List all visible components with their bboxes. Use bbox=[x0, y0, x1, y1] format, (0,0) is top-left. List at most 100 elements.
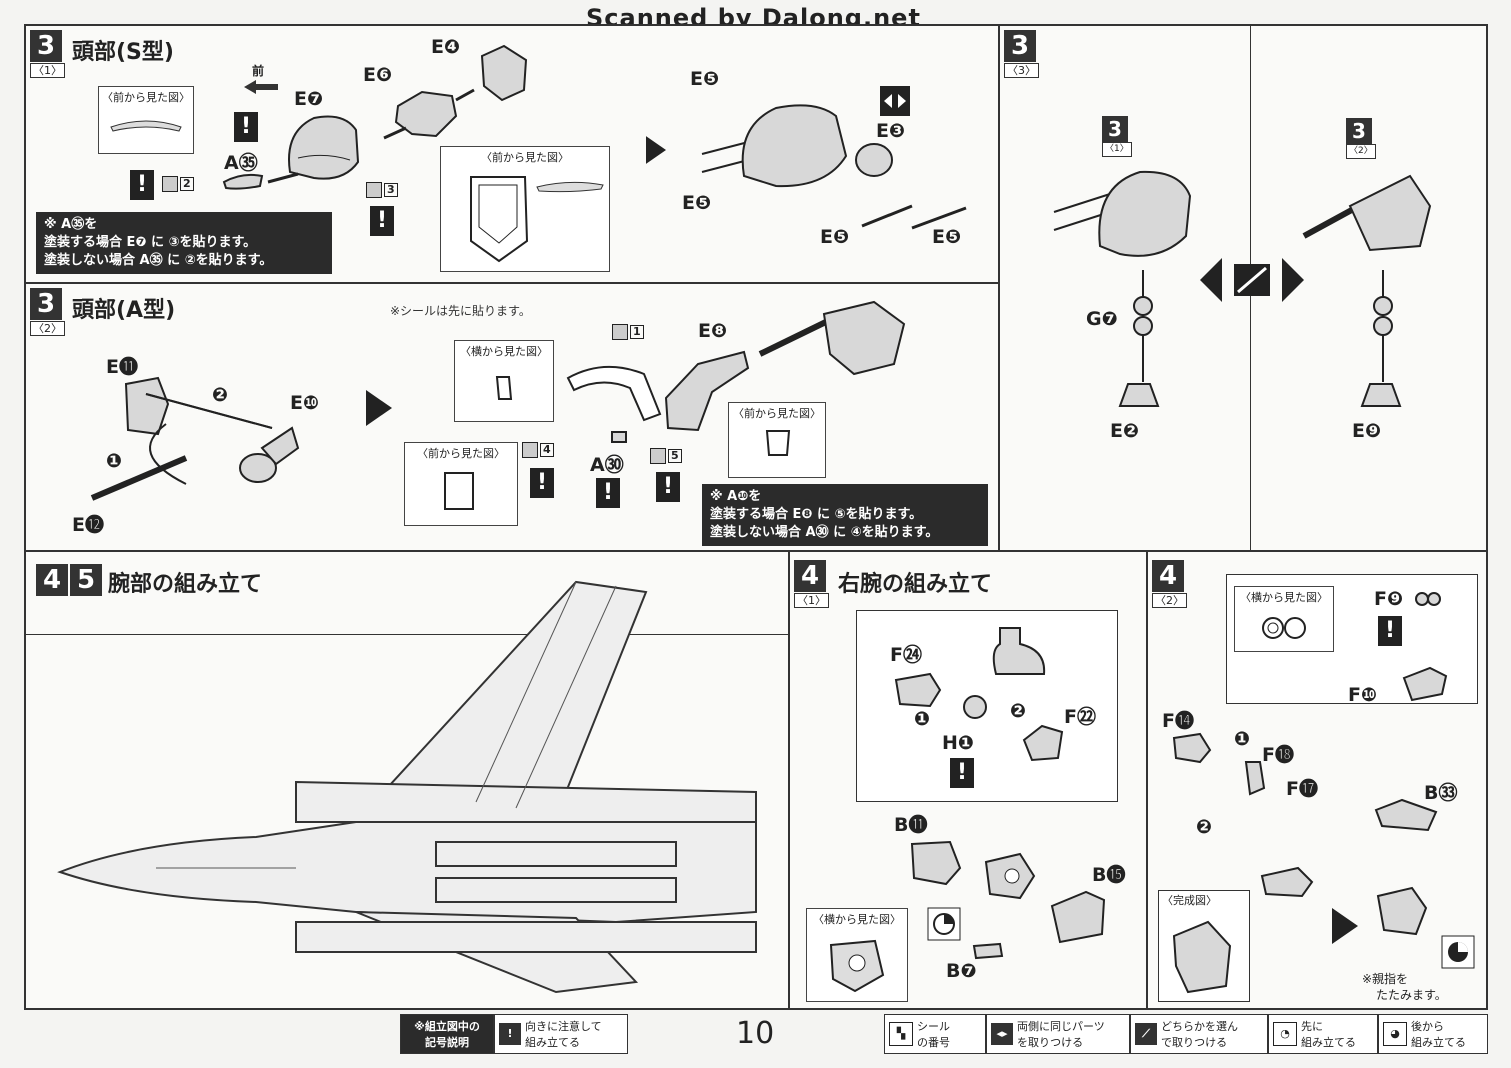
subassembly-box bbox=[856, 610, 1118, 802]
part-f22 bbox=[1022, 724, 1064, 762]
side-view-box: 〈横から見た図〉 bbox=[1234, 586, 1334, 652]
part-label-e3: E❸ bbox=[876, 120, 906, 142]
first-assemble-icon bbox=[927, 907, 961, 941]
sticker-ref-5: 5 bbox=[650, 448, 682, 464]
both-sides-icon bbox=[880, 86, 910, 116]
part-label-e8: E❽ bbox=[698, 320, 728, 342]
front-view-caption: 〈前から見た図〉 bbox=[417, 447, 505, 460]
part-label-g7: G❼ bbox=[1086, 308, 1118, 330]
step-number: 3 bbox=[30, 30, 62, 62]
antenna-part-e12 bbox=[90, 455, 188, 501]
sticker-ref-2: 2 bbox=[162, 176, 194, 192]
part-label-f17: F⓱ bbox=[1286, 778, 1318, 800]
part-label-e5: E❺ bbox=[690, 68, 720, 90]
next-arrow-icon bbox=[366, 390, 392, 426]
step-4-1-panel: 4 〈1〉 右腕の組み立て F㉔ F㉒ H❶ ❶ ❷ ! B⓫ B⓯ B❼ 〈横… bbox=[788, 550, 1148, 1010]
mini-step-number: 3 bbox=[1346, 118, 1372, 144]
part-e6 bbox=[394, 90, 458, 138]
part-b15 bbox=[1050, 890, 1106, 944]
part-f10 bbox=[1402, 666, 1448, 702]
assembly-arrows bbox=[145, 393, 273, 485]
next-arrow-icon bbox=[646, 132, 666, 168]
antenna-parts-e5 bbox=[861, 204, 967, 230]
part-label-e9: E❾ bbox=[1352, 420, 1382, 442]
substep-label: 〈1〉 bbox=[30, 63, 65, 78]
step-title: 腕部の組み立て bbox=[108, 572, 263, 597]
step-number: 5 bbox=[70, 564, 102, 596]
step-marker-1: ❶ bbox=[914, 708, 931, 730]
part-label-a30: A㉚ bbox=[590, 454, 624, 476]
hand-subassembly bbox=[1260, 866, 1314, 898]
fighter-jet-illustration bbox=[57, 580, 757, 994]
mini-substep-label: 〈1〉 bbox=[1102, 142, 1132, 157]
front-view-caption: 〈前から見た図〉 bbox=[102, 91, 190, 104]
front-arrow-icon bbox=[244, 80, 278, 94]
hand-assembled bbox=[1376, 886, 1428, 936]
part-label-h1: H❶ bbox=[942, 732, 974, 754]
complete-view-caption: 〈完成図〉 bbox=[1162, 894, 1217, 907]
caution-icon: ! bbox=[656, 472, 680, 502]
step-number: 3 bbox=[30, 288, 62, 320]
side-view-box: 〈横から見た図〉 bbox=[806, 908, 908, 1002]
part-label-e10: E❿ bbox=[290, 392, 320, 414]
part-e10 bbox=[239, 426, 300, 483]
caution-icon: ! bbox=[234, 112, 258, 142]
part-label-a35: A㉟ bbox=[224, 152, 258, 174]
part-f24 bbox=[894, 672, 942, 708]
part-label-e5: E❺ bbox=[820, 226, 850, 248]
part-label-e5: E❺ bbox=[682, 192, 712, 214]
legend-after: ◕ 後から組み立てる bbox=[1378, 1014, 1488, 1054]
step-number: 3 bbox=[1004, 30, 1036, 62]
step-number: 4 bbox=[1152, 560, 1184, 592]
substep-label: 〈3〉 bbox=[1004, 63, 1039, 78]
part-label-e12: E⓬ bbox=[72, 514, 104, 536]
choose-one-icon: ⟋ bbox=[1135, 1023, 1157, 1045]
step-marker-2: ❷ bbox=[212, 384, 229, 406]
part-a35 bbox=[222, 173, 264, 190]
step-3-3-panel: 3 〈3〉 3 〈1〉 3 〈2〉 G❼ E❷ E❾ bbox=[998, 24, 1488, 552]
side-view-caption: 〈横から見た図〉 bbox=[813, 913, 901, 926]
part-b11 bbox=[910, 840, 962, 886]
front-direction-label: 前 bbox=[252, 64, 265, 78]
part-label-f10: F❿ bbox=[1348, 684, 1378, 706]
legend-title: ※組立図中の 記号説明 bbox=[400, 1014, 494, 1054]
front-view-box-b: 〈前から見た図〉 bbox=[728, 402, 826, 478]
front-view-caption: 〈前から見た図〉 bbox=[733, 407, 821, 420]
step-number: 4 bbox=[794, 560, 826, 592]
part-a30 bbox=[611, 431, 627, 443]
choose-one-icon bbox=[1200, 258, 1304, 302]
part-h1 bbox=[963, 695, 987, 719]
step-3-2-panel: 3 〈2〉 頭部(A型) E⓫ E❿ E⓬ ❷ ❶ ※シールは先に貼ります。 〈… bbox=[24, 282, 1000, 552]
step-3-1-result-panel: E❺ E❺ E❸ E❺ E❺ bbox=[646, 24, 1000, 284]
arm-subassembly bbox=[984, 852, 1036, 900]
part-label-e4: E❹ bbox=[431, 36, 461, 58]
part-label-f9: F❾ bbox=[1374, 588, 1404, 610]
shoulder-reference bbox=[992, 627, 1046, 675]
step-45-panel: 4 5 腕部の組み立て bbox=[24, 550, 790, 1010]
next-arrow-icon bbox=[1332, 908, 1358, 944]
legend-sticker: ▚ シールの番号 bbox=[884, 1014, 986, 1054]
page-number: 10 bbox=[736, 1016, 775, 1051]
legend-first: ◔ 先に組み立てる bbox=[1268, 1014, 1378, 1054]
sticker-note: ※シールは先に貼ります。 bbox=[390, 304, 531, 318]
assembly-arrows bbox=[267, 88, 475, 184]
head-assembled-a bbox=[1302, 174, 1432, 252]
part-label-e5: E❺ bbox=[932, 226, 962, 248]
part-b33 bbox=[1374, 798, 1438, 832]
mini-substep-label: 〈2〉 bbox=[1346, 144, 1376, 159]
base-part-e9 bbox=[1360, 383, 1402, 407]
part-label-f24: F㉔ bbox=[890, 644, 922, 666]
joint-part-a bbox=[1373, 270, 1393, 382]
legend-choose: ⟋ どちらかを選んで取りつける bbox=[1130, 1014, 1268, 1054]
caution-icon: ! bbox=[1378, 616, 1402, 646]
caution-icon: ! bbox=[499, 1023, 521, 1045]
sticker-ref-4: 4 bbox=[522, 442, 554, 458]
part-f18 bbox=[1244, 761, 1266, 796]
substep-label: 〈2〉 bbox=[30, 321, 65, 336]
step-title: 頭部(A型) bbox=[72, 298, 176, 323]
part-label-b33: B㉝ bbox=[1424, 782, 1458, 804]
part-label-e6: E❻ bbox=[363, 64, 393, 86]
side-view-box: 〈横から見た図〉 bbox=[454, 340, 554, 422]
sticker-icon: ▚ bbox=[889, 1022, 913, 1046]
paint-note: ※ A㉟を 塗装する場合 E❼ に ③を貼ります。 塗装しない場合 A㉟ に ②… bbox=[36, 212, 332, 274]
